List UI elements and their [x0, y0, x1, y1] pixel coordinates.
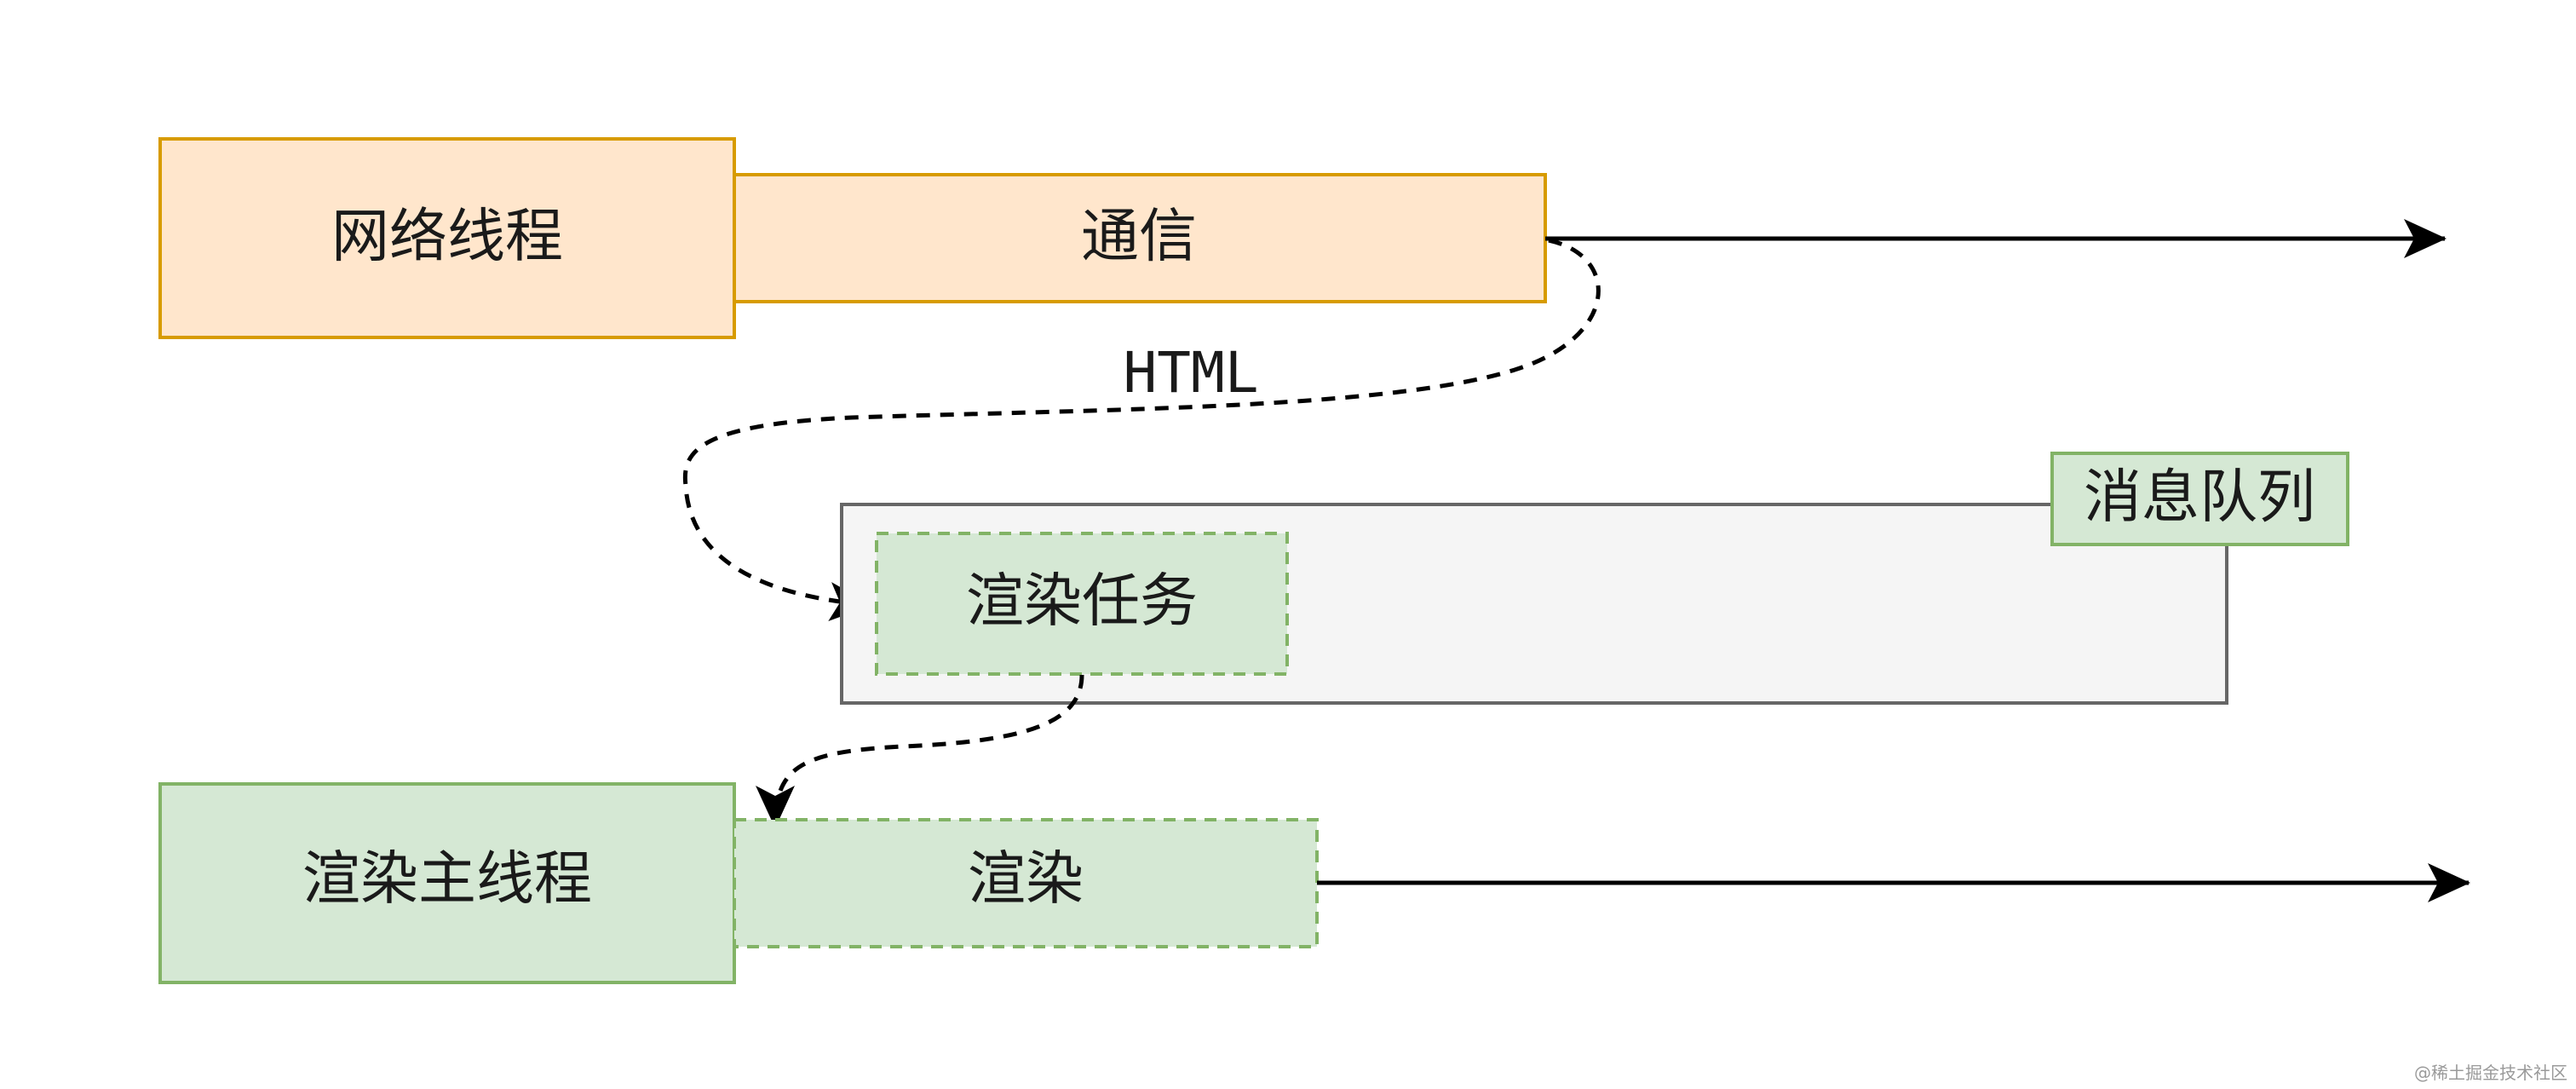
render-exec-box — [733, 818, 1319, 948]
message-queue-label: 消息队列 — [2084, 464, 2315, 532]
network-thread-row: 网络线程 通信 — [158, 137, 2447, 339]
render-task-label: 渲染任务 — [966, 568, 1198, 636]
html-flow-label: HTML — [1124, 340, 1259, 406]
html-flow-dashed-arrow — [682, 238, 1601, 621]
network-thread-box — [158, 137, 736, 339]
html-data-flow: HTML — [682, 238, 1601, 621]
render-task-box — [875, 532, 1289, 676]
communication-task-box — [733, 173, 1547, 303]
communication-task-label: 通信 — [1081, 204, 1197, 271]
render-exec-label: 渲染 — [968, 846, 1084, 913]
render-main-thread-box — [158, 782, 736, 984]
message-queue-tag — [2050, 452, 2349, 546]
render-main-thread-label: 渲染主线程 — [302, 846, 592, 913]
network-thread-label: 网络线程 — [331, 204, 563, 271]
watermark: @稀土掘金技术社区 — [2414, 1063, 2567, 1083]
task-dispatch-dashed-arrow — [756, 674, 1084, 828]
render-main-thread-row: 渲染主线程 渲染 — [158, 782, 2470, 984]
message-queue: 消息队列 渲染任务 — [840, 452, 2349, 705]
